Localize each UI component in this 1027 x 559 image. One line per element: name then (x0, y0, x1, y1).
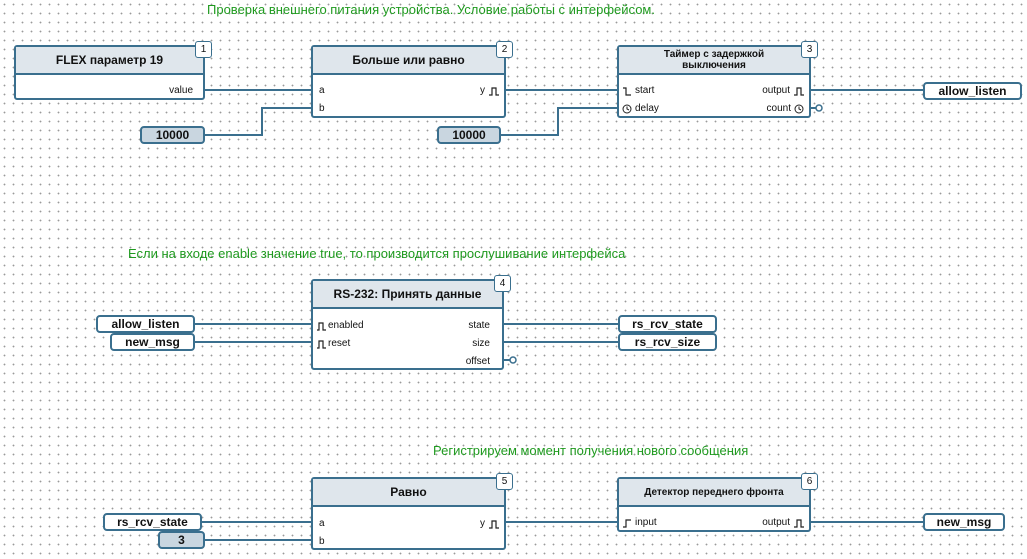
port-state[interactable]: state (468, 320, 490, 331)
port-label: reset (328, 338, 351, 349)
variable-allow-listen-output[interactable]: allow_listen (923, 82, 1022, 100)
block-title: RS-232: Принять данные (313, 281, 502, 309)
port-label: count (766, 103, 791, 114)
block-title: Равно (313, 479, 504, 507)
port-output[interactable]: output (762, 517, 805, 529)
block-equal[interactable]: Равно 5 a b y (311, 473, 513, 550)
pulse-icon (489, 87, 499, 96)
port-label: input (635, 517, 657, 528)
block-number-badge: 5 (496, 473, 513, 490)
constant-10000[interactable]: 10000 (437, 126, 501, 144)
constant-10000[interactable]: 10000 (140, 126, 205, 144)
port-reset[interactable]: reset (316, 338, 350, 350)
port-label: output (762, 85, 790, 96)
block-greater-or-equal[interactable]: Больше или равно 2 a b y (311, 41, 513, 118)
falling-edge-icon (623, 87, 631, 96)
comment-new-message: Регистрируем момент получения нового соо… (433, 443, 749, 458)
constant-3[interactable]: 3 (158, 531, 205, 549)
wire-k1-to-b2-b (204, 107, 312, 136)
port-y[interactable]: y (480, 518, 500, 530)
rising-edge-icon (623, 519, 631, 528)
pulse-icon (317, 322, 326, 331)
pulse-icon (317, 340, 326, 349)
port-y[interactable]: y (480, 85, 500, 97)
block-title: Больше или равно (313, 47, 504, 75)
wire-k2-to-b3-delay (500, 107, 618, 136)
port-label: y (480, 518, 485, 529)
block-off-delay-timer[interactable]: Таймер с задержкой выключения 3 start de… (617, 41, 818, 118)
pulse-icon (794, 519, 804, 528)
pulse-icon (794, 87, 804, 96)
variable-rs-rcv-state-input[interactable]: rs_rcv_state (103, 513, 202, 531)
port-b[interactable]: b (319, 103, 325, 114)
variable-rs-rcv-size-output[interactable]: rs_rcv_size (618, 333, 717, 351)
clock-icon (794, 104, 804, 114)
port-label: y (480, 85, 485, 96)
port-value[interactable]: value (169, 85, 193, 96)
variable-rs-rcv-state-output[interactable]: rs_rcv_state (618, 315, 717, 333)
port-label: enabled (328, 320, 364, 331)
port-start[interactable]: start (622, 85, 654, 97)
unconnected-port-marker (509, 356, 517, 364)
port-input[interactable]: input (622, 517, 657, 529)
comment-power-check: Проверка внешнего питания устройства. Ус… (207, 2, 655, 17)
clock-icon (622, 104, 632, 114)
block-number-badge: 2 (496, 41, 513, 58)
port-count[interactable]: count (767, 103, 805, 115)
block-title: Таймер с задержкой выключения (619, 47, 809, 75)
port-label: output (762, 517, 790, 528)
port-label: start (635, 85, 655, 96)
block-title: FLEX параметр 19 (16, 47, 203, 75)
pulse-icon (489, 520, 499, 529)
port-label: delay (635, 103, 659, 114)
block-number-badge: 6 (801, 473, 818, 490)
port-size[interactable]: size (472, 338, 490, 349)
block-rs232-receive[interactable]: RS-232: Принять данные 4 enabled reset s… (311, 275, 511, 370)
variable-allow-listen-input[interactable]: allow_listen (96, 315, 195, 333)
block-number-badge: 4 (494, 275, 511, 292)
block-title: Детектор переднего фронта (619, 479, 809, 507)
block-number-badge: 3 (801, 41, 818, 58)
block-flex-parameter[interactable]: FLEX параметр 19 1 value (14, 41, 212, 100)
port-a[interactable]: a (319, 85, 325, 96)
variable-new-msg-input[interactable]: new_msg (110, 333, 195, 351)
unconnected-port-marker (815, 104, 823, 112)
port-output[interactable]: output (762, 85, 805, 97)
block-rising-edge-detector[interactable]: Детектор переднего фронта 6 input output (617, 473, 818, 532)
port-delay[interactable]: delay (622, 103, 659, 115)
port-a[interactable]: a (319, 518, 325, 529)
port-b[interactable]: b (319, 536, 325, 547)
port-offset[interactable]: offset (465, 356, 490, 367)
variable-new-msg-output[interactable]: new_msg (923, 513, 1005, 531)
port-enabled[interactable]: enabled (316, 320, 364, 332)
block-number-badge: 1 (195, 41, 212, 58)
comment-enable-listen: Если на входе enable значение true, то п… (128, 246, 626, 261)
